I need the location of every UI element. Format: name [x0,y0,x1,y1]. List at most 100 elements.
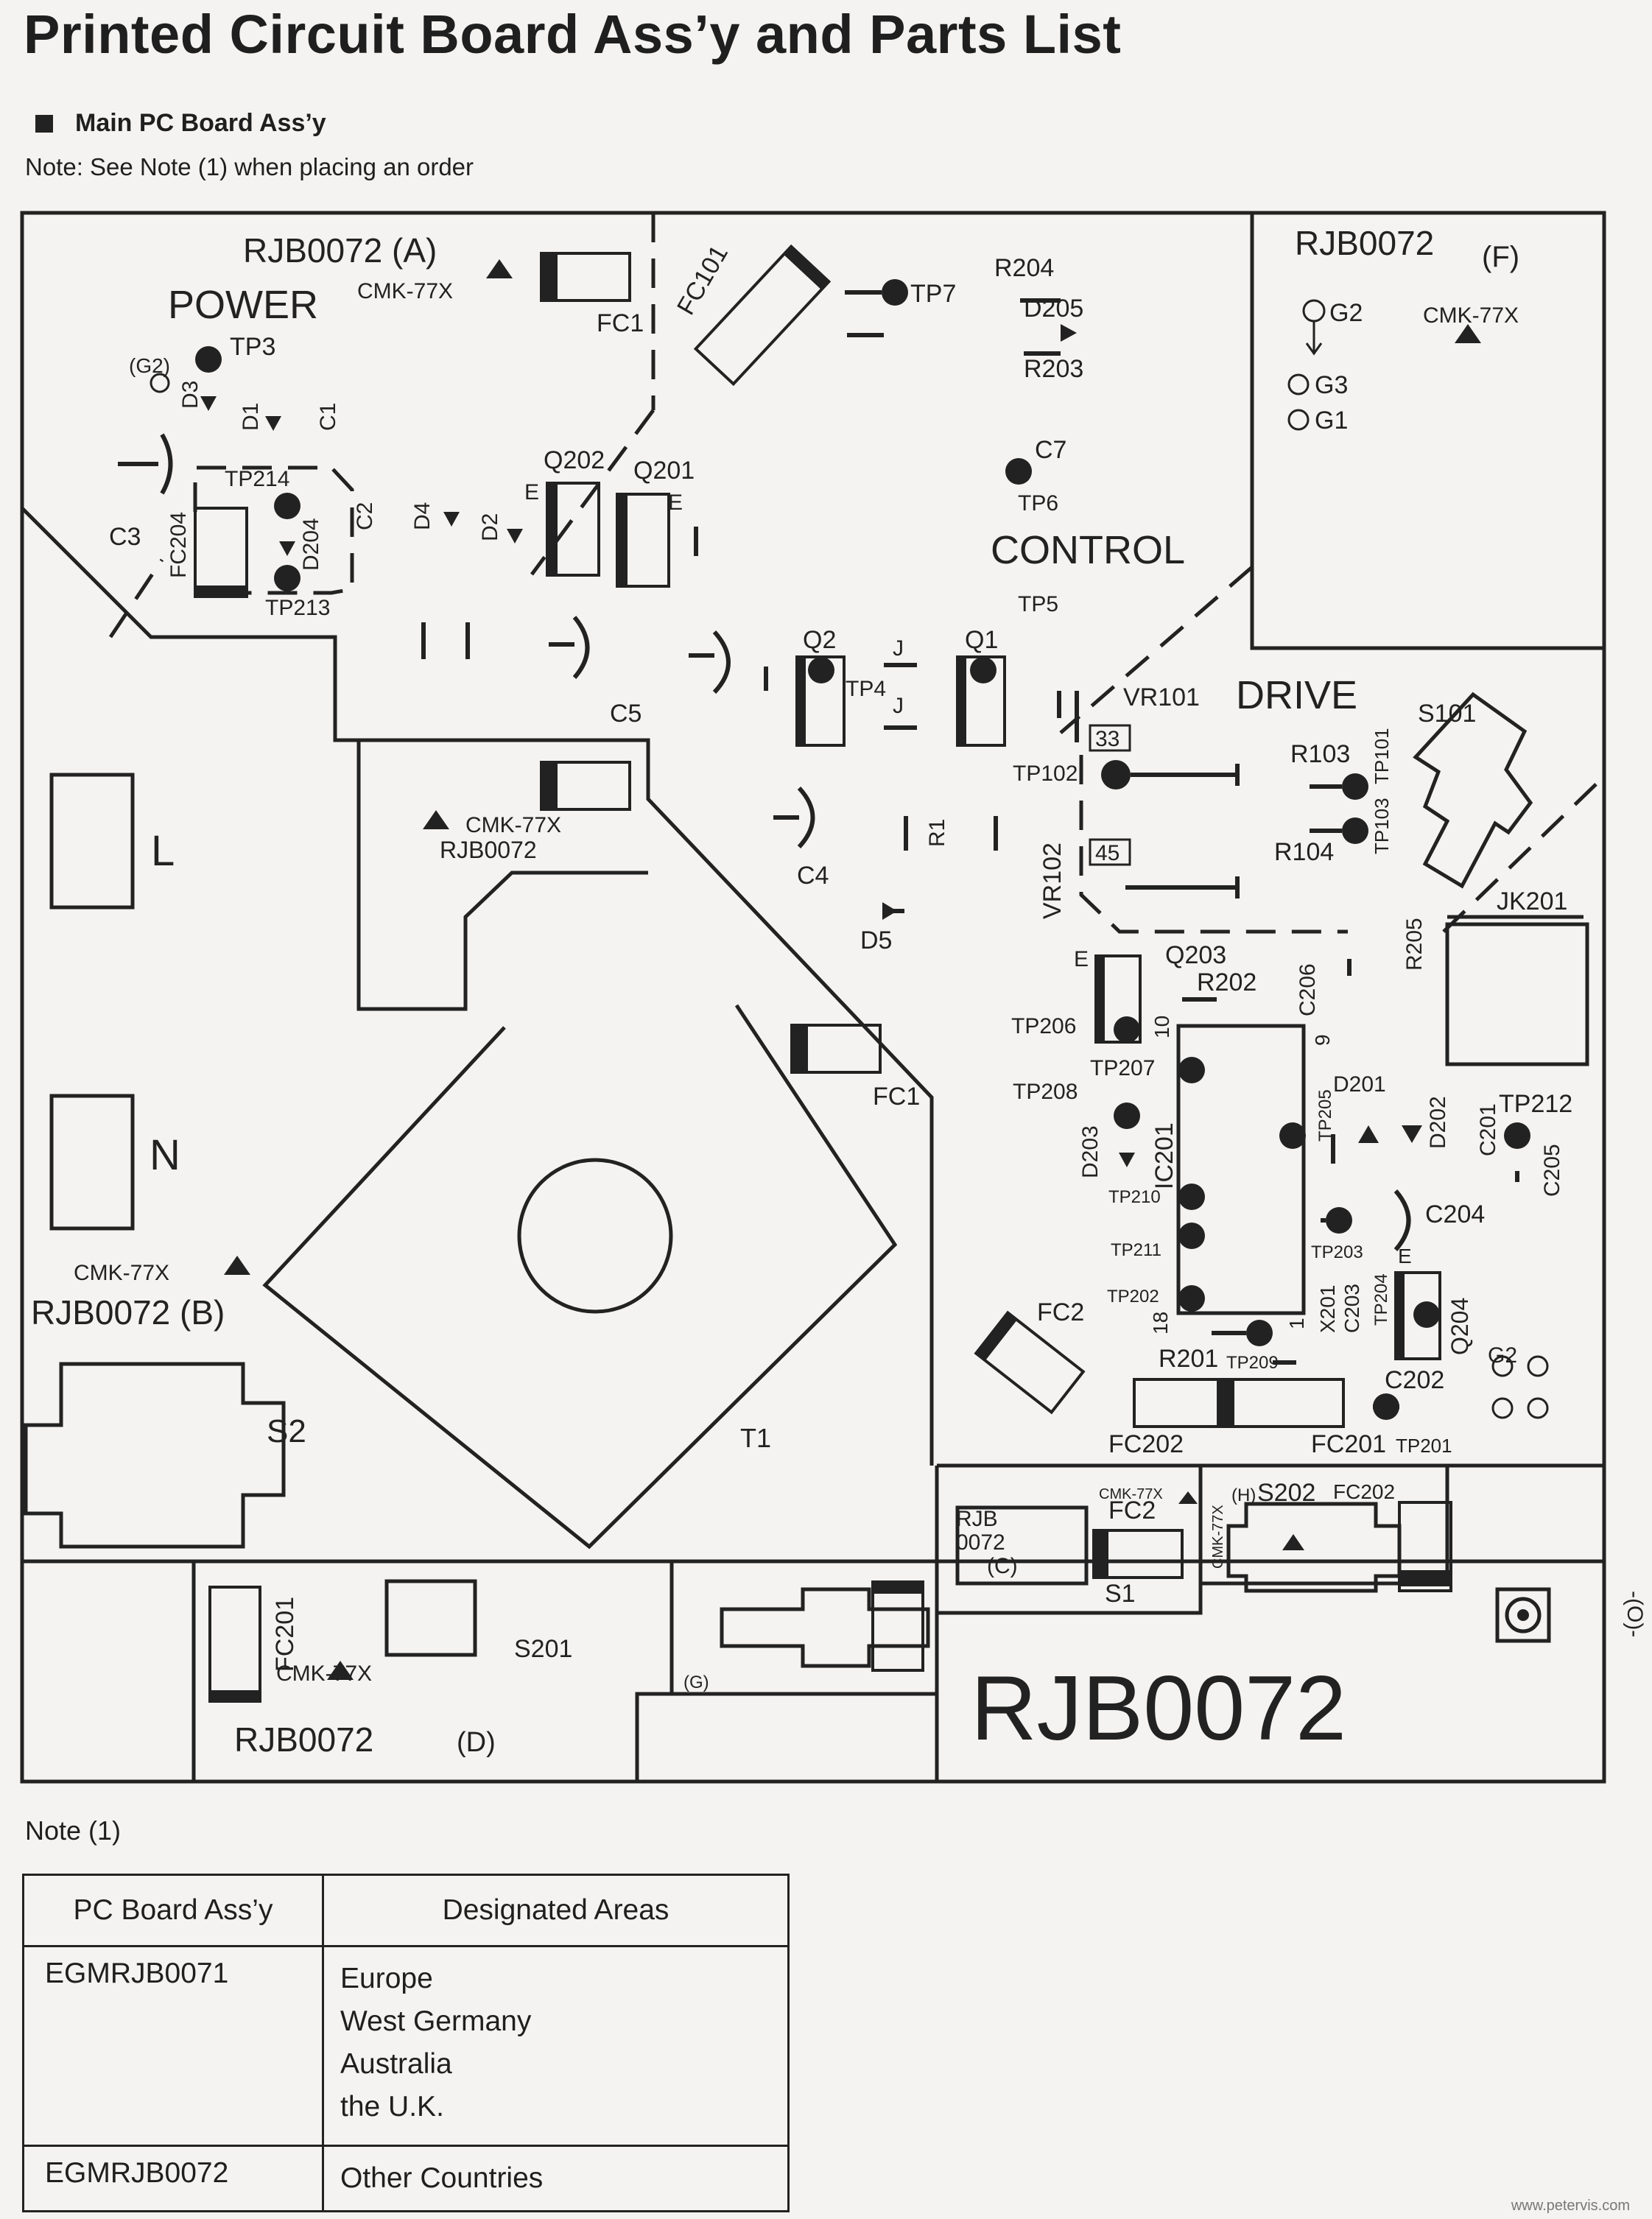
board-g-divider [635,1561,674,1782]
label-e: E [1398,1245,1412,1267]
label-tp205: TP205 [1315,1089,1335,1142]
connector-g-outline [720,1587,930,1668]
label-d1: D1 [239,403,263,431]
ground-g2-bottom-icon [1491,1397,1514,1419]
fc204-left-marker [195,585,247,597]
label-33: 33 [1095,727,1120,751]
label-fc202: FC202 [1108,1430,1184,1458]
capacitor-c4 [797,786,815,849]
label-e: E [1074,947,1089,971]
vr101-value-box [1089,724,1131,752]
diode-d204-icon [279,541,295,556]
label-c7: C7 [1035,436,1066,464]
label-vr101: VR101 [1123,683,1200,711]
board-f-boundary [1250,213,1604,650]
board-label-b: RJB0072 (B) [31,1293,225,1332]
label-g3: G3 [1315,371,1348,399]
label-d205: D205 [1024,295,1083,323]
label-fc201-bottom: FC201 [271,1597,299,1672]
label-r104: R104 [1274,838,1334,866]
label-tp103: TP103 [1371,798,1393,854]
warning-triangle-icon [1178,1491,1198,1504]
area-item: Other Countries [340,2162,544,2194]
fc202-fuse-clip [1133,1378,1226,1428]
label-fc202-bottom: FC202 [1333,1480,1395,1503]
area-item: West Germany [340,2005,532,2037]
fc2-marker [976,1312,1017,1361]
label-c203: C203 [1340,1284,1363,1333]
tp206-dot [1114,1016,1140,1043]
transformer-t1-outline [262,1004,898,1550]
label-s1: S1 [1105,1580,1136,1608]
ground-g2-bottom-icon [1527,1397,1549,1419]
table-header-board: PC Board Ass’y [22,1874,324,1947]
label-r204: R204 [994,254,1054,282]
label-s201: S201 [514,1635,572,1663]
vr102-value-box [1089,838,1131,866]
note-1-label: Note (1) [25,1815,122,1846]
jk201-outline [1445,922,1589,1066]
ground-mark-ring [1505,1597,1542,1634]
label-tp7: TP7 [910,280,956,308]
tp3-dot [195,346,222,373]
tp210-dot [1178,1184,1205,1210]
warning-triangle-icon [1282,1534,1304,1550]
board-label-h: (H) [1231,1485,1256,1505]
tp204-dot [1413,1301,1440,1328]
label-g1: G1 [1315,407,1348,435]
label-r1: R1 [925,819,949,847]
section-drive: DRIVE [1236,673,1357,717]
label-c205: C205 [1540,1144,1564,1197]
fc204-marker [541,762,558,809]
cmk-label: CMK-77X [276,1661,372,1686]
label-g2-bottom: G2 [1488,1343,1517,1368]
square-bullet-icon [35,114,53,133]
board-label-a: RJB0072 (A) [243,231,437,270]
label-tp214: TP214 [225,467,289,491]
label-x201: X201 [1316,1285,1339,1333]
tp208-dot [1114,1103,1140,1129]
warning-triangle-icon [224,1256,250,1275]
cmk-label: CMK-77X [1423,303,1519,328]
label-e: E [668,490,683,515]
capacitor-c204 [1393,1189,1411,1251]
label-pin18: 18 [1149,1312,1172,1334]
warning-triangle-icon [423,810,449,829]
label-fc204-left: FC204 [166,512,191,578]
table-row: EGMRJB0072 Other Countries [22,2145,790,2212]
label-tp208: TP208 [1013,1080,1078,1104]
cmk-label: CMK-77X [1099,1486,1163,1502]
fc201-marker [1220,1379,1234,1427]
label-r103: R103 [1290,740,1350,768]
cmk-label: CMK-77X [1210,1505,1226,1569]
fc2-bottom-marker [1094,1530,1108,1578]
tp4-dot [808,657,834,683]
label-s101: S101 [1418,700,1476,728]
label-pin1: 1 [1285,1318,1308,1329]
table-row: EGMRJB0071 Europe West Germany Australia… [22,1945,790,2147]
label-ic201: IC201 [1150,1122,1178,1189]
label-c202: C202 [1385,1366,1444,1394]
label-tp211: TP211 [1111,1240,1161,1260]
fc-g-fuse-clip [871,1580,924,1672]
label-tp6: TP6 [1018,491,1058,516]
warning-triangle-icon [1455,324,1481,343]
table-cell-areas: Other Countries [322,2145,790,2212]
label-tp204: TP204 [1371,1273,1391,1326]
ic201-outline [1176,1024,1306,1315]
fc202-bottom-fuse-clip [1398,1501,1452,1592]
q204-tab [1396,1273,1405,1359]
fc-g-marker [873,1582,923,1594]
fc1-mid-marker [792,1025,808,1072]
tp102-dot [1101,760,1131,790]
label-r201: R201 [1159,1345,1218,1373]
label-tp203: TP203 [1311,1242,1363,1262]
warning-triangle-icon [327,1661,354,1680]
label-q2: Q2 [803,626,836,654]
tp7-dot [882,279,908,306]
tp202-dot [1178,1285,1205,1312]
n-terminal [49,1094,135,1231]
fc202-bottom-marker [1399,1570,1451,1586]
diode-d203-icon [1119,1153,1135,1167]
section-heading: Main PC Board Ass’y [35,109,326,138]
